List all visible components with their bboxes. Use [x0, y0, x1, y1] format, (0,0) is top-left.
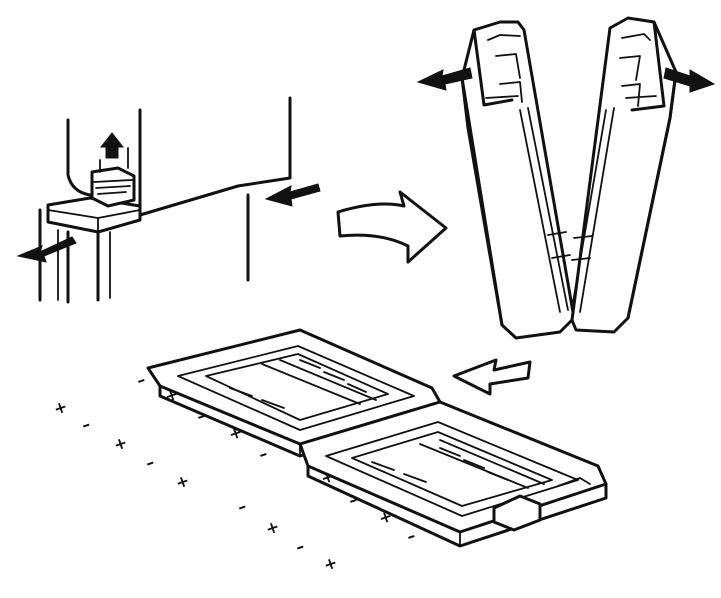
open-left-arrow — [416, 67, 473, 91]
battery-row-5: + – — [150, 444, 270, 502]
battery-row-9: + – — [298, 526, 418, 584]
open-right-arrow — [663, 67, 716, 93]
battery-row-8: – + — [270, 506, 395, 566]
battery-case-left-half — [460, 20, 576, 340]
battery-row-2: – + — [56, 384, 181, 444]
battery-row-6: – + — [212, 466, 337, 526]
battery-1-plus: + — [51, 396, 70, 418]
battery-row-7: + – — [240, 490, 360, 548]
pull-out-arrow — [16, 236, 77, 263]
battery-row-1: + – — [28, 370, 148, 428]
battery-row-3: + – — [88, 406, 208, 464]
battery-9-minus: – — [404, 526, 418, 547]
battery-3-plus: + — [111, 432, 130, 454]
battery-2-plus: + — [162, 384, 181, 406]
battery-row-4: – + — [120, 422, 245, 482]
battery-case-right-half — [570, 16, 678, 334]
flow-arrow-left — [452, 358, 532, 396]
battery-4-minus: – — [143, 452, 157, 473]
battery-6-plus: + — [318, 466, 337, 488]
battery-2-minus: – — [79, 414, 93, 435]
battery-tray-bottom — [298, 400, 608, 548]
flow-arrow-right — [336, 190, 448, 264]
latch-up-arrow — [99, 132, 125, 159]
battery-4-plus: + — [226, 422, 245, 444]
battery-5-plus: + — [173, 470, 192, 492]
battery-6-minus: – — [235, 496, 249, 517]
battery-tray-top — [146, 328, 442, 458]
push-in-arrow — [264, 183, 321, 207]
battery-8-minus: – — [293, 536, 307, 557]
radio-body-latch-illustration — [38, 96, 292, 304]
battery-7-plus: + — [263, 516, 282, 538]
battery-1-minus: – — [134, 370, 148, 391]
battery-8-plus: + — [376, 506, 395, 528]
battery-5-minus: – — [256, 444, 270, 465]
battery-9-plus: + — [321, 552, 340, 574]
